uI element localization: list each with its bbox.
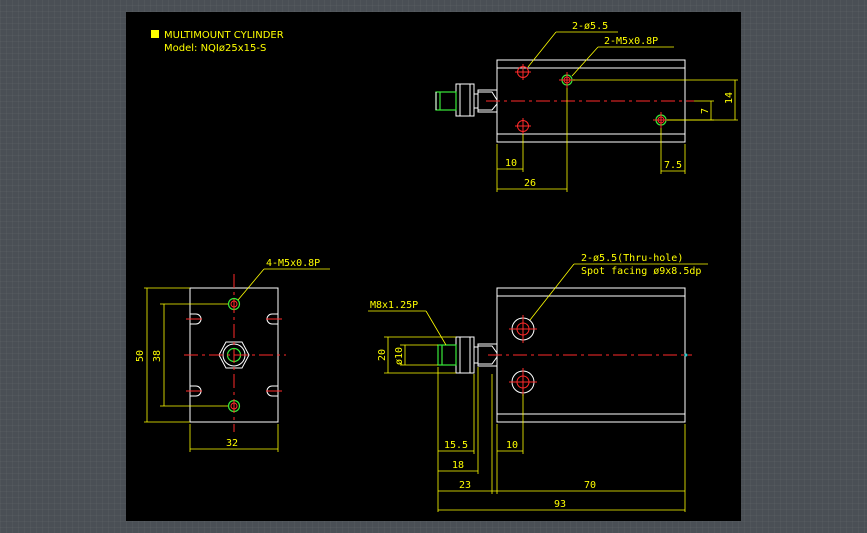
callout-top-thread: 2-M5x0.8P	[604, 36, 658, 47]
dim-top-7-5: 7.5	[664, 160, 682, 171]
dim-side-15-5: 15.5	[444, 440, 468, 451]
side-view-rod-nut	[455, 336, 475, 374]
fastener-mark-icon	[684, 353, 688, 357]
title-marker-icon	[151, 30, 159, 38]
title-line-1: MULTIMOUNT CYLINDER	[164, 30, 284, 41]
dim-side-10: 10	[506, 440, 518, 451]
dim-top-7: 7	[700, 108, 711, 114]
dim-side-18: 18	[452, 460, 464, 471]
end-view: 4-M5x0.8P 50 38 32	[135, 258, 330, 452]
callout-side-holes-1: 2-ø5.5(Thru-hole)	[581, 253, 683, 264]
top-view: 2-ø5.5 2-M5x0.8P 10 26 7.5 7 14	[435, 21, 738, 192]
dim-side-23: 23	[459, 480, 471, 491]
dim-side-93: 93	[554, 499, 566, 510]
dim-end-32: 32	[226, 438, 238, 449]
callout-top-holes: 2-ø5.5	[572, 21, 608, 32]
top-view-rod-nut	[455, 83, 475, 117]
dim-end-50: 50	[135, 350, 146, 362]
dim-top-10: 10	[505, 158, 517, 169]
dim-top-26: 26	[524, 178, 536, 189]
dim-side-70: 70	[584, 480, 596, 491]
top-view-rod-thread	[435, 91, 457, 111]
callout-rod-thread: M8x1.25P	[370, 300, 418, 311]
dim-top-14: 14	[724, 92, 735, 104]
callout-side-holes-2: Spot facing ø9x8.5dp	[581, 266, 701, 277]
cad-drawing-sheet: MULTIMOUNT CYLINDER Model: NQIø25x15-S	[126, 12, 741, 521]
side-view-fastener-marks	[684, 353, 688, 357]
dim-side-phi10: ø10	[394, 347, 405, 365]
end-view-hex-nut	[218, 341, 250, 369]
title-line-2: Model: NQIø25x15-S	[164, 43, 266, 54]
title-block: MULTIMOUNT CYLINDER Model: NQIø25x15-S	[151, 30, 284, 54]
dim-side-20: 20	[377, 349, 388, 361]
callout-end-thread: 4-M5x0.8P	[266, 258, 320, 269]
side-view-rod-thread	[437, 344, 457, 366]
side-view: 2-ø5.5(Thru-hole) Spot facing ø9x8.5dp M…	[368, 253, 708, 512]
dim-end-38: 38	[152, 350, 163, 362]
cad-drawing: MULTIMOUNT CYLINDER Model: NQIø25x15-S	[135, 21, 738, 512]
